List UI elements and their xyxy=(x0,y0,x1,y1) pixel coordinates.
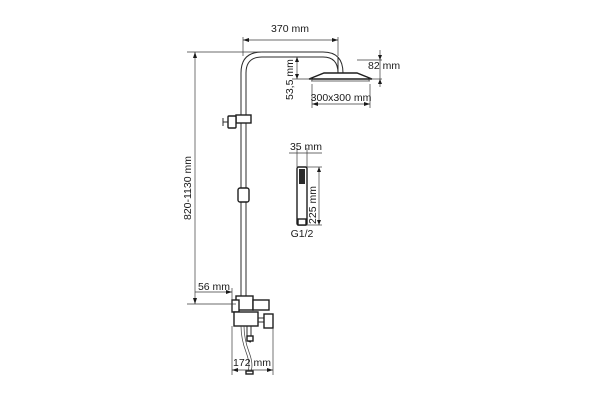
dim-rail-height: 820-1130 mm xyxy=(182,156,194,220)
dim-head-thickness: 82 mm xyxy=(368,60,400,72)
hand-shower xyxy=(296,166,308,226)
dim-wall-offset: 56 mm xyxy=(198,281,230,293)
label-connection-thread: G1/2 xyxy=(291,228,314,240)
shower-hose xyxy=(240,325,254,375)
dim-mixer-width: 172 mm xyxy=(233,357,271,369)
dimension-annotations: 370 mm 82 mm 53,5 mm 300x300 mm 35 mm 22 xyxy=(182,23,400,375)
shower-column xyxy=(240,51,344,300)
hand-shower-holder xyxy=(222,114,252,129)
dim-arm-drop: 53,5 mm xyxy=(284,59,296,100)
dim-arm-length: 370 mm xyxy=(271,23,309,35)
rail-fixing-clamp xyxy=(237,187,250,203)
rain-shower-head xyxy=(308,72,373,82)
thermostatic-mixer xyxy=(231,295,274,343)
dim-hand-shower-width: 35 mm xyxy=(290,141,322,153)
dim-hand-shower-length: 225 mm xyxy=(307,186,319,224)
dim-head-size: 300x300 mm xyxy=(311,92,372,104)
